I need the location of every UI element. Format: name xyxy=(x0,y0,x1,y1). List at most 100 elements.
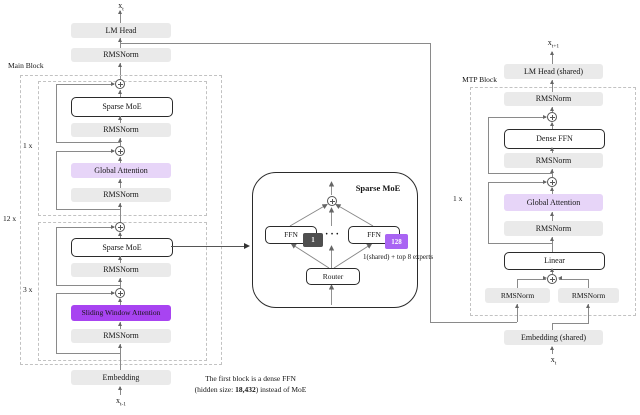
residual-add xyxy=(115,79,125,89)
main-block-label: Main Block xyxy=(8,61,44,70)
repeat-1x-label: 1 x xyxy=(23,141,33,150)
arrowhead xyxy=(550,51,554,55)
arrowhead xyxy=(586,304,590,308)
rmsnorm-box: RMSNorm xyxy=(504,221,603,236)
sparse-moe-box: Sparse MoE xyxy=(71,97,173,117)
main-to-mtp-line xyxy=(120,43,430,44)
sparse-moe-box: Sparse MoE xyxy=(71,238,173,257)
embedding-shared-box: Embedding (shared) xyxy=(504,330,603,345)
residual-add xyxy=(115,222,125,232)
rmsnorm-hidden-box: RMSNorm xyxy=(485,288,550,303)
token-input-main: xt-1 xyxy=(115,396,127,408)
embedding-box: Embedding xyxy=(71,370,171,385)
flow-line xyxy=(120,11,121,23)
arrowhead xyxy=(550,122,554,126)
flow-line xyxy=(120,138,121,146)
skip-line xyxy=(56,227,57,285)
concat-line xyxy=(517,279,518,288)
linear-box: Linear xyxy=(504,252,605,270)
rmsnorm-box: RMSNorm xyxy=(504,92,603,106)
rmsnorm-box: RMSNorm xyxy=(71,188,171,202)
repeat-12x-label: 12 x xyxy=(3,214,17,223)
arrowhead xyxy=(550,237,554,241)
flow-line xyxy=(120,203,121,222)
rmsnorm-box: RMSNorm xyxy=(504,153,603,168)
main-to-mtp-line xyxy=(517,304,518,322)
flow-line xyxy=(552,188,553,194)
flow-line xyxy=(552,123,553,129)
arrowhead xyxy=(550,212,554,216)
arrowhead xyxy=(543,179,547,184)
arrowhead xyxy=(111,81,115,86)
skip-tap-line xyxy=(488,243,552,244)
skip-tap-line xyxy=(488,173,552,174)
global-attention-box: Global Attention xyxy=(71,163,171,178)
flow-line xyxy=(120,278,121,288)
arrowhead xyxy=(118,157,122,161)
skip-line xyxy=(56,151,57,209)
rmsnorm-box: RMSNorm xyxy=(71,263,171,277)
arrowhead xyxy=(111,148,115,153)
footnote: The first block is a dense FFN (hidden s… xyxy=(194,374,307,394)
flow-line xyxy=(120,387,121,395)
skip-line xyxy=(488,182,489,243)
arrowhead xyxy=(543,114,547,119)
flow-line xyxy=(552,169,553,177)
expert-index-last-badge: 128 xyxy=(385,234,408,249)
arrowhead xyxy=(543,276,547,280)
skip-line xyxy=(56,227,114,228)
flow-line xyxy=(120,179,121,188)
arrowhead xyxy=(118,232,122,236)
arrowhead xyxy=(118,203,122,207)
global-attention-box: Global Attention xyxy=(504,194,603,211)
moe-sum-node xyxy=(327,196,337,206)
arrowhead xyxy=(111,224,115,229)
arrowhead xyxy=(118,116,122,120)
concat-line xyxy=(588,279,589,288)
skip-tap-line xyxy=(56,209,120,210)
arrowhead xyxy=(118,322,122,326)
arrowhead xyxy=(111,290,115,295)
skip-line xyxy=(56,84,114,85)
mtp-repeat-label: 1 x xyxy=(453,194,463,203)
token-input-mtp: xt xyxy=(550,355,557,367)
arrowhead xyxy=(118,10,122,14)
moe-internal-lines xyxy=(289,181,374,305)
experts-note: 1(shared) + top 8 experts xyxy=(363,253,434,261)
concat-line xyxy=(517,278,546,280)
arrowhead xyxy=(558,276,562,280)
concat-line xyxy=(559,278,588,280)
flow-line xyxy=(120,299,121,305)
main-block-outline xyxy=(20,75,222,365)
moe-zoom-line xyxy=(171,246,245,247)
skip-line xyxy=(56,151,114,152)
rmsnorm-embed-box: RMSNorm xyxy=(558,288,619,303)
mtp-block-label: MTP Block xyxy=(462,75,497,84)
arrowhead xyxy=(118,90,122,94)
rmsnorm-box: RMSNorm xyxy=(71,329,171,343)
arrowhead xyxy=(118,386,122,390)
rmsnorm-box: RMSNorm xyxy=(71,123,171,137)
arrowhead xyxy=(118,278,122,282)
arrowhead xyxy=(550,187,554,191)
dense-ffn-box: Dense FFN xyxy=(504,129,605,149)
skip-line xyxy=(488,117,546,118)
residual-add xyxy=(547,112,557,122)
flow-line xyxy=(552,347,553,354)
arrowhead xyxy=(244,243,250,249)
skip-line xyxy=(488,182,546,183)
experts-ellipsis: ··· xyxy=(324,229,341,240)
arrowhead xyxy=(118,344,122,348)
lm-head-box: LM Head xyxy=(71,23,171,38)
arrowhead xyxy=(550,80,554,84)
residual-add xyxy=(547,177,557,187)
arrowhead xyxy=(550,169,554,173)
skip-line xyxy=(56,293,114,294)
residual-add xyxy=(115,288,125,298)
arrowhead xyxy=(550,107,554,111)
arrowhead xyxy=(118,179,122,183)
embed-to-mtp-line xyxy=(552,323,589,324)
sliding-window-attention-box: Sliding Window Attention xyxy=(71,305,171,321)
skip-tap-line xyxy=(56,285,120,286)
